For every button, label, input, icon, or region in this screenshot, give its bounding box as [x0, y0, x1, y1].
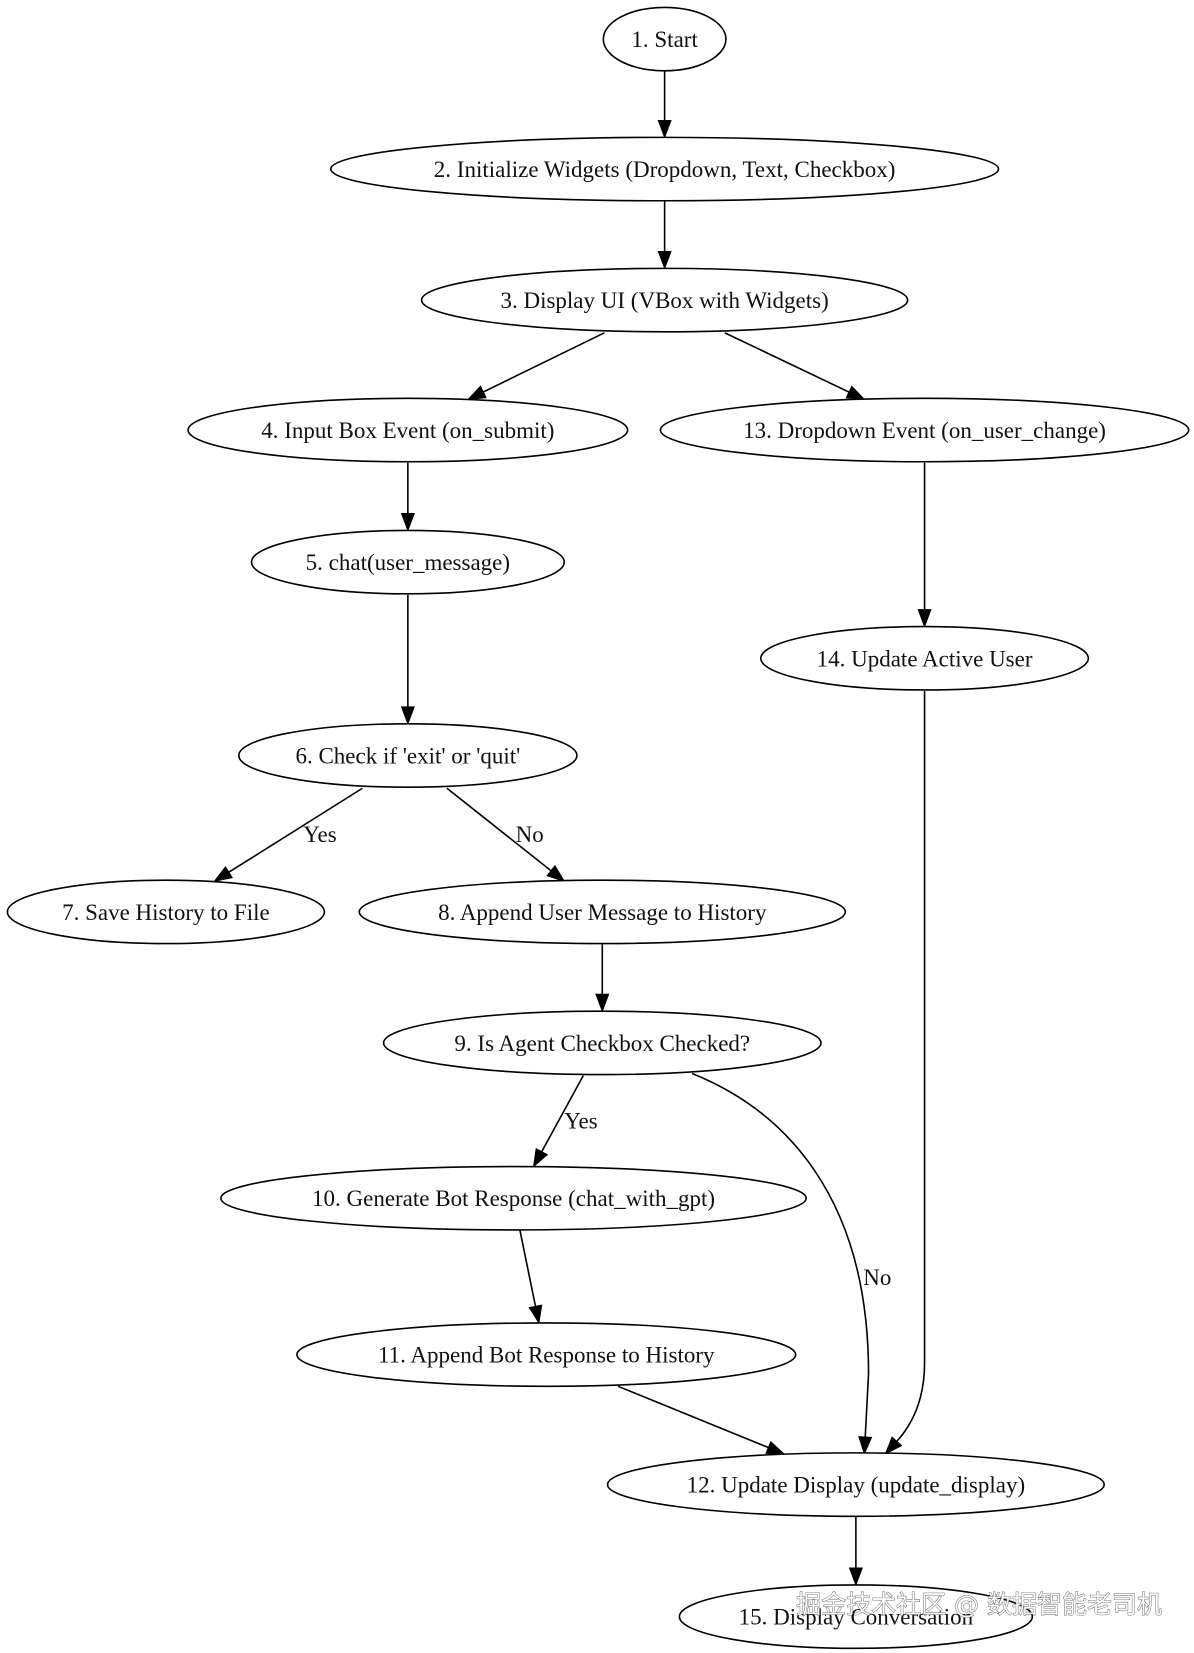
edge-line — [896, 691, 926, 1442]
edge-arrowhead — [845, 385, 866, 401]
nodes: 1. Start 2. Initialize Widgets (Dropdown,… — [6, 6, 1190, 1650]
edge-arrowhead — [917, 609, 932, 629]
edge-arrowhead — [400, 706, 415, 726]
node-n12: 12. Update Display (update_display) — [606, 1452, 1105, 1518]
node-n14: 14. Update Active User — [759, 625, 1090, 691]
edge-line — [446, 787, 552, 872]
node-label: 8. Append User Message to History — [438, 900, 767, 925]
edge-line — [541, 1075, 584, 1153]
node-ellipse — [329, 136, 1000, 202]
node-ellipse — [606, 1452, 1105, 1518]
edge-line — [691, 1072, 870, 1438]
edge-label-no: No — [516, 822, 544, 847]
edge-line — [482, 332, 605, 393]
node-label: 12. Update Display (update_display) — [687, 1473, 1026, 1498]
node-n11: 11. Append Bot Response to History — [296, 1322, 797, 1388]
edge-n2-n3 — [657, 200, 672, 270]
node-n9: 9. Is Agent Checkbox Checked? — [382, 1010, 822, 1076]
edge-arrowhead — [400, 513, 415, 532]
node-label: 9. Is Agent Checkbox Checked? — [454, 1031, 750, 1056]
node-ellipse — [602, 6, 727, 72]
edge-line — [228, 787, 363, 873]
edge-arrowhead — [466, 385, 487, 401]
edge-line — [617, 1385, 769, 1449]
node-n10: 10. Generate Bot Response (chat_with_gpt… — [220, 1165, 808, 1231]
edge-arrowhead — [657, 119, 672, 139]
edge-n9-n10: Yes — [532, 1075, 598, 1168]
edge-arrowhead — [848, 1567, 863, 1587]
edge-arrowhead — [213, 865, 233, 882]
edge-n9-n12: No — [691, 1072, 891, 1456]
node-n7: 7. Save History to File — [6, 879, 326, 945]
edge-n12-n15 — [848, 1516, 863, 1587]
edge-arrowhead — [546, 864, 566, 883]
node-n15: 15. Display Conversation — [678, 1584, 1034, 1650]
edge-n8-n9 — [595, 943, 610, 1013]
node-n4: 4. Input Box Event (on_submit) — [187, 397, 629, 463]
edge-arrowhead — [595, 993, 610, 1013]
node-ellipse — [659, 397, 1190, 463]
node-ellipse — [296, 1322, 797, 1388]
node-ellipse — [382, 1010, 822, 1076]
node-ellipse — [6, 879, 326, 945]
node-label: 4. Input Box Event (on_submit) — [261, 418, 554, 443]
node-n5: 5. chat(user_message) — [250, 529, 566, 595]
edge-line — [724, 332, 850, 393]
node-label: 1. Start — [631, 27, 698, 52]
edge-arrowhead — [858, 1436, 873, 1456]
edge-label-yes: Yes — [564, 1108, 598, 1133]
edge-arrowhead — [884, 1436, 903, 1455]
edge-n4-n5 — [400, 462, 415, 532]
node-n6: 6. Check if 'exit' or 'quit' — [237, 722, 578, 788]
edge-n6-n7: Yes — [213, 787, 363, 882]
node-ellipse — [678, 1584, 1034, 1650]
node-label: 14. Update Active User — [817, 646, 1033, 671]
node-label: 13. Dropdown Event (on_user_change) — [743, 418, 1106, 443]
edge-label-yes: Yes — [303, 822, 337, 847]
node-n2: 2. Initialize Widgets (Dropdown, Text, C… — [329, 136, 1000, 202]
edge-line — [519, 1229, 537, 1307]
edge-label-no: No — [863, 1265, 891, 1290]
node-n3: 3. Display UI (VBox with Widgets) — [420, 267, 909, 333]
edge-n5-n6 — [400, 594, 415, 726]
node-ellipse — [358, 879, 847, 945]
edge-arrowhead — [765, 1440, 786, 1455]
node-label: 2. Initialize Widgets (Dropdown, Text, C… — [434, 157, 896, 182]
edge-n1-n2 — [657, 70, 672, 139]
edge-arrowhead — [657, 250, 672, 270]
node-label: 3. Display UI (VBox with Widgets) — [500, 288, 828, 313]
edge-n3-n13 — [724, 332, 866, 401]
node-label: 15. Display Conversation — [739, 1605, 974, 1630]
node-label: 11. Append Bot Response to History — [378, 1343, 715, 1368]
edge-n11-n12 — [617, 1385, 786, 1455]
edge-arrowhead — [528, 1304, 543, 1325]
node-label: 6. Check if 'exit' or 'quit' — [295, 743, 520, 768]
node-ellipse — [250, 529, 566, 595]
edge-n6-n8: No — [446, 787, 566, 883]
node-ellipse — [237, 722, 578, 788]
node-ellipse — [220, 1165, 808, 1231]
edge-n13-n14 — [917, 462, 932, 629]
node-label: 10. Generate Bot Response (chat_with_gpt… — [312, 1186, 715, 1211]
edge-arrowhead — [532, 1147, 549, 1168]
node-label: 7. Save History to File — [62, 900, 270, 925]
node-label: 5. chat(user_message) — [306, 550, 510, 575]
node-n13: 13. Dropdown Event (on_user_change) — [659, 397, 1190, 463]
node-n1: 1. Start — [602, 6, 727, 72]
edge-n10-n11 — [519, 1229, 543, 1325]
edge-n3-n4 — [466, 332, 605, 401]
node-ellipse — [420, 267, 909, 333]
node-ellipse — [187, 397, 629, 463]
node-ellipse — [759, 625, 1090, 691]
node-n8: 8. Append User Message to History — [358, 879, 847, 945]
watermark-text: 掘金技术社区 @ 数据智能老司机 — [796, 1590, 1162, 1619]
edge-n14-n12 — [884, 691, 926, 1455]
